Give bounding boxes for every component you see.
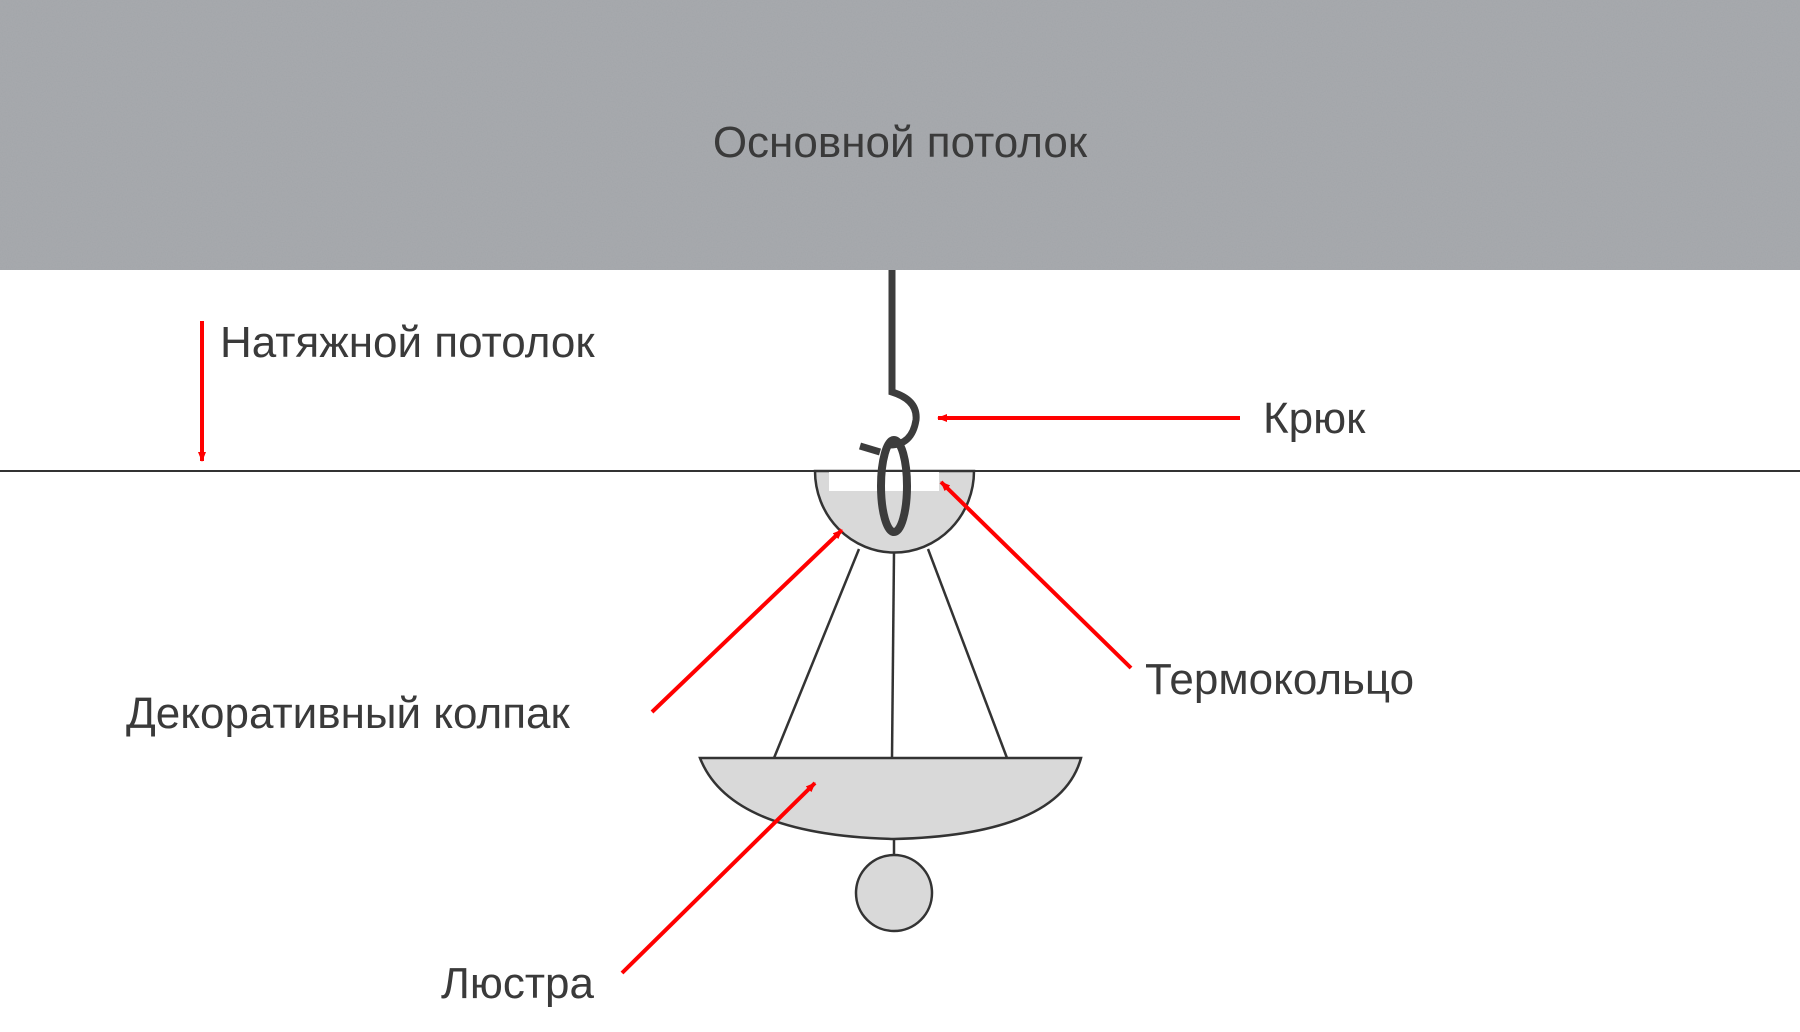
wire-center	[890, 551, 896, 759]
chandelier-arrow	[620, 781, 817, 975]
thermo-ring-arrow	[939, 480, 1133, 670]
wire-right	[926, 548, 1009, 759]
decorative-cap-label: Декоративный колпак	[126, 689, 570, 738]
concrete-texture	[0, 0, 1800, 270]
stretch-ceiling-label: Натяжной потолок	[220, 318, 595, 367]
cap-arrow	[650, 528, 844, 714]
chandelier-ball	[854, 853, 934, 933]
hook-label: Крюк	[1263, 394, 1366, 443]
hook-tip	[858, 442, 882, 456]
chandelier-label: Люстра	[441, 959, 594, 1008]
chandelier-bowl	[698, 756, 1083, 841]
decorative-cap	[813, 469, 976, 554]
main-ceiling-label: Основной потолок	[712, 118, 1088, 167]
thermo-ring-label: Термокольцо	[1145, 655, 1415, 704]
hook	[888, 270, 920, 449]
chandelier-loop	[877, 436, 911, 536]
wire-left	[772, 548, 861, 759]
